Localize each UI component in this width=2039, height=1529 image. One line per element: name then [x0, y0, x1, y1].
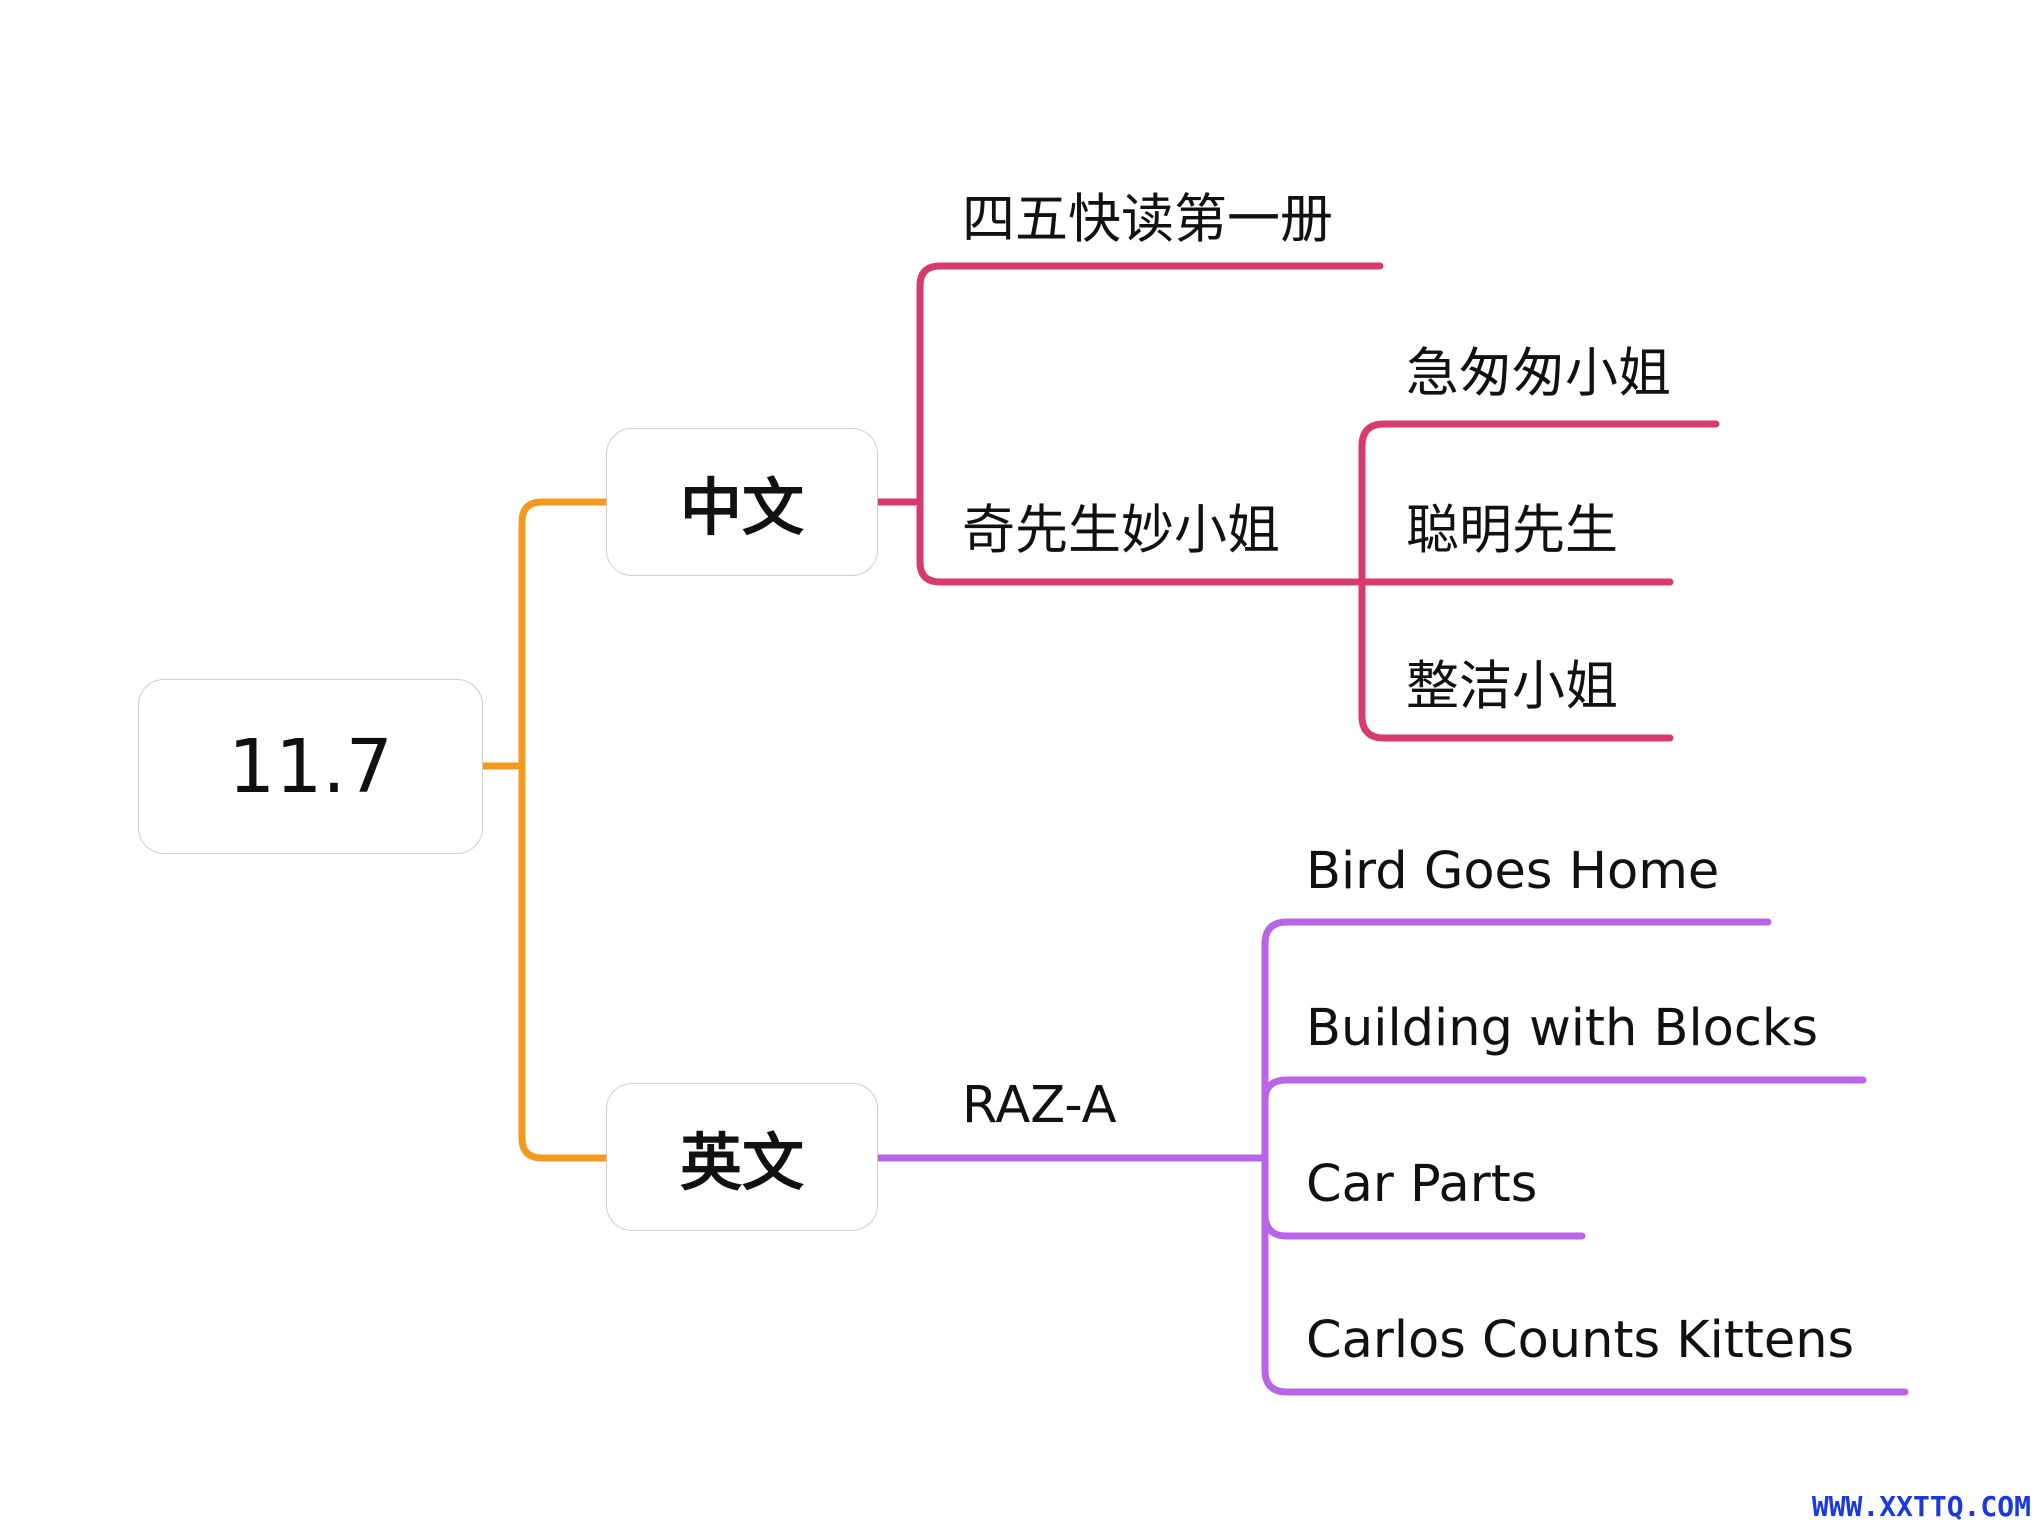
- chinese-sub-item-1[interactable]: 急匆匆小姐: [1406, 343, 1671, 404]
- chinese-item-mr-men[interactable]: 奇先生妙小姐: [962, 500, 1280, 561]
- chinese-node[interactable]: 中文: [606, 428, 878, 576]
- chinese-sub-item-2[interactable]: 聪明先生: [1406, 500, 1618, 561]
- connector-chinese-sub: [1358, 420, 1720, 742]
- english-item-raz-a[interactable]: RAZ-A: [962, 1076, 1117, 1135]
- english-sub-item-4[interactable]: Carlos Counts Kittens: [1306, 1311, 1855, 1370]
- english-sub-item-2[interactable]: Building with Blocks: [1306, 999, 1819, 1058]
- connector-chinese-main: [874, 262, 1384, 586]
- english-sub-item-1[interactable]: Bird Goes Home: [1306, 842, 1720, 901]
- connector-english-sub: [1261, 918, 1909, 1396]
- root-label: 11.7: [228, 723, 393, 810]
- english-sub-item-3[interactable]: Car Parts: [1306, 1155, 1538, 1214]
- chinese-item-sisi-kuaidu[interactable]: 四五快读第一册: [962, 189, 1333, 250]
- root-node[interactable]: 11.7: [138, 679, 483, 854]
- english-label: 英文: [679, 1126, 804, 1199]
- chinese-label: 中文: [679, 471, 804, 544]
- watermark: WWW.XXTTQ.COM: [1811, 1490, 2031, 1523]
- chinese-sub-item-3[interactable]: 整洁小姐: [1406, 656, 1618, 717]
- english-node[interactable]: 英文: [606, 1083, 878, 1231]
- connector-root-trunk: [479, 498, 610, 1162]
